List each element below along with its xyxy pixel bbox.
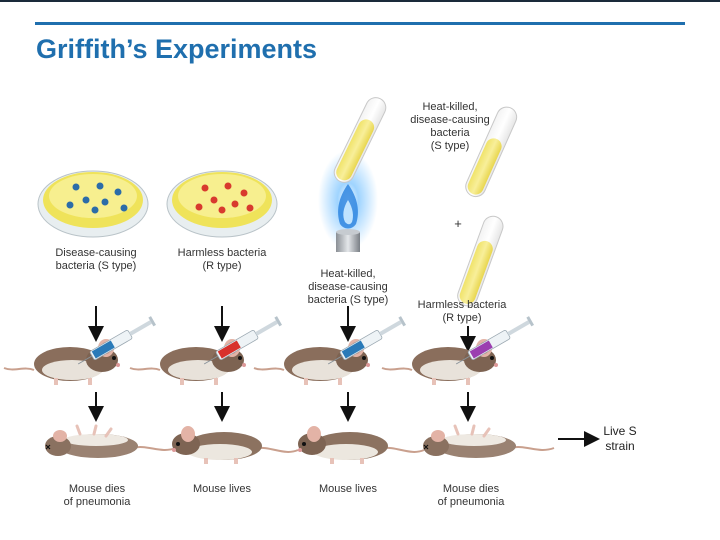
title-underline (35, 22, 685, 25)
mouse-outcome-alive-2 (171, 425, 299, 465)
burner-label: Heat-killed, disease-causing bacteria (S… (307, 268, 389, 306)
test-tube-top-right (465, 106, 518, 198)
arrows-to-outcome (88, 392, 476, 422)
outcome-label-3: Mouse lives (318, 483, 378, 495)
syringe-4 (453, 315, 535, 369)
top-tube-label: Heat-killed, disease-causing bacteria (S… (410, 101, 490, 152)
syringe-2 (201, 315, 283, 369)
syringe-1 (75, 315, 157, 369)
arrows-to-injection (88, 306, 476, 352)
slide-title: Griffith’s Experiments (36, 34, 318, 64)
outcome-label-4: Mouse dies of pneumonia (437, 483, 505, 508)
mouse-outcome-dead-1 (43, 424, 178, 460)
dish-label-s-type: Disease-causing bacteria (S type) (55, 247, 137, 272)
outcome-label-1: Mouse dies of pneumonia (63, 483, 131, 508)
bunsen-burner (318, 150, 378, 252)
plus-sign: + (454, 216, 462, 231)
test-tube-heat-killed (333, 97, 387, 183)
live-s-strain-note: Live S strain (603, 424, 637, 453)
top-rule (0, 0, 720, 2)
petri-dish-s-type (37, 170, 149, 238)
syringe-3 (325, 315, 407, 369)
dish-label-r-type: Harmless bacteria (R type) (177, 247, 267, 272)
test-tube-harmless (457, 215, 504, 307)
harmless-tube-label: Harmless bacteria (R type) (417, 299, 507, 324)
petri-dish-r-type (166, 170, 278, 238)
outcome-label-2: Mouse lives (192, 483, 252, 495)
mouse-outcome-alive-3 (297, 425, 425, 465)
mouse-outcome-dead-4 (421, 424, 556, 460)
s-type-colonies (66, 182, 128, 214)
r-type-colonies (195, 182, 254, 214)
